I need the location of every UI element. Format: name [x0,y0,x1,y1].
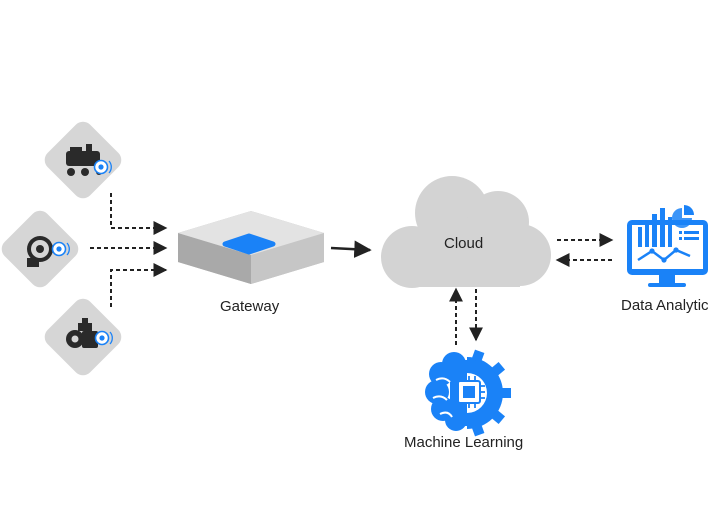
cloud-label: Cloud [444,235,484,252]
motor-pump-icon [66,318,113,348]
gateway-icon [178,211,324,284]
connector-motor-gateway [110,263,168,307]
connector-compressor-gateway [110,193,168,235]
turbine-icon [27,236,70,267]
machine-learning-label: Machine Learning [404,434,524,451]
connector-gateway-cloud [330,240,372,258]
data-analytic-node [627,205,708,287]
gateway-label: Gateway [220,298,280,315]
cloud-node [381,176,551,288]
data-analytic-label: Data Analytic [621,297,709,314]
machine-learning-node [425,349,511,437]
cloud-icon [381,176,551,288]
compressor-icon [66,144,112,176]
gateway-node [178,211,324,284]
device-node-compressor [44,121,122,199]
device-node-turbine [1,210,79,288]
device-node-motor-pump [44,298,122,376]
cloud-ml-connectors [449,287,483,345]
cloud-analytics-connectors [555,233,614,267]
analytics-monitor-icon [627,205,708,287]
device-connectors [90,193,168,307]
brain-gear-icon [425,349,511,437]
